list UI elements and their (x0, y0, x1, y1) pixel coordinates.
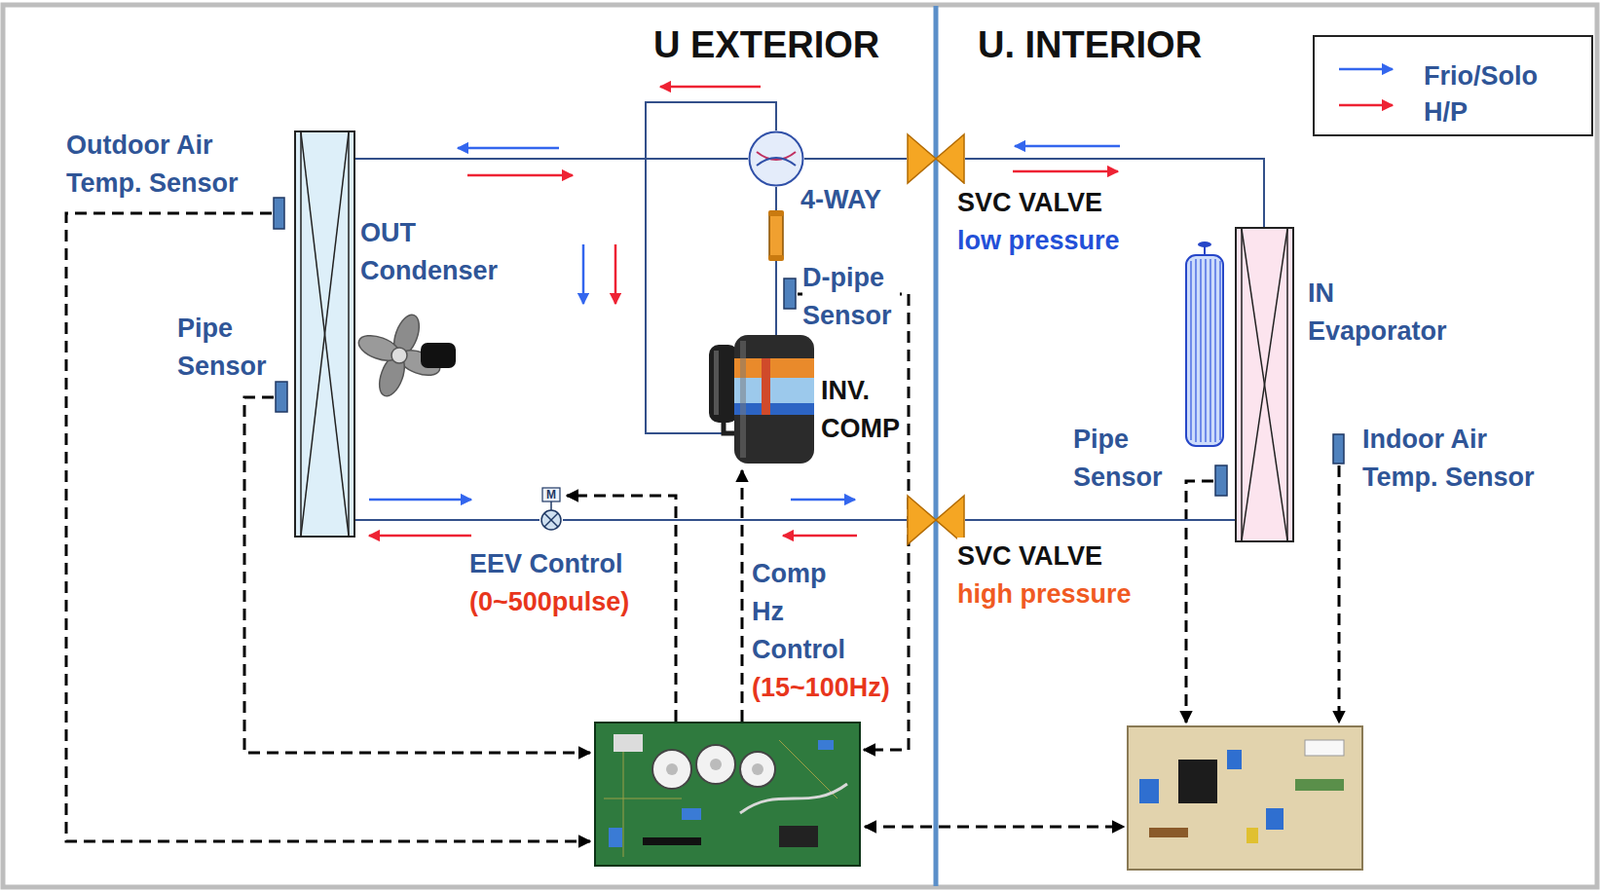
label-group: SVC VALVElow pressure (957, 184, 1120, 261)
node-label: Indoor Air Temp. Sensor (1362, 420, 1563, 497)
label-group: SVC VALVEhigh pressure (957, 537, 1132, 614)
legend-arrow (1339, 68, 1393, 72)
node-label: Pipe Sensor (1073, 420, 1163, 497)
pipe-sensor-shape (274, 380, 289, 413)
outdoor-pcb (595, 722, 860, 866)
picture-frame (2, 4, 1598, 888)
node-label: OUT Condenser (360, 214, 498, 291)
filter-drier (769, 212, 783, 260)
legend-box (1313, 36, 1593, 136)
unit-heading: U. INTERIOR (977, 22, 1202, 68)
node-label: INV. COMP (820, 372, 900, 448)
inverter-compressor: INV. COMP (705, 334, 819, 466)
label-group: D-pipe Sensor (802, 259, 900, 335)
signal-wires (66, 213, 1340, 842)
refrigerant-pipe (355, 519, 540, 521)
node-label: IN Evaporator (1307, 274, 1448, 351)
label-group: EEV Control(0~500pulse) (469, 545, 630, 622)
label-group: INV. COMP (820, 372, 900, 448)
condenser-coil-shape (294, 130, 356, 538)
evaporator-coil: IN Evaporator (1234, 226, 1295, 543)
receiver-cylinder (1186, 241, 1224, 447)
refrigerant-pipe (965, 519, 1235, 521)
refrigerant-pipe (804, 157, 907, 160)
air-temp-sensor-shape (272, 196, 286, 230)
node-label: Pipe Sensor (177, 309, 267, 386)
legend-text: Frio/Solo (1423, 57, 1538, 96)
unit-heading: U EXTERIOR (653, 22, 880, 68)
evaporator-coil-shape (1234, 226, 1295, 543)
legend-text: H/P (1423, 93, 1468, 132)
indoor-pcb (1127, 726, 1363, 870)
node-label: SVC VALVE (957, 184, 1103, 223)
air-temp-sensor: Indoor Air Temp. Sensor (1332, 433, 1345, 465)
service-valve: SVC VALVElow pressure (906, 133, 966, 185)
node-label: high pressure (957, 575, 1132, 614)
air-temp-sensor-shape (1332, 433, 1345, 465)
flow-arrows (369, 86, 1120, 536)
label-group: Indoor Air Temp. Sensor (1362, 420, 1563, 497)
service-valve-shape (906, 494, 966, 546)
four-way-valve: 4-WAY (747, 130, 805, 187)
discharge-pipe-sensor-shape (782, 277, 797, 310)
discharge-pipe-sensor: D-pipe Sensor (782, 277, 797, 310)
air-temp-sensor: Outdoor Air Temp. Sensor (272, 196, 286, 230)
unit-divider (933, 5, 939, 887)
service-valve: SVC VALVEhigh pressure (906, 494, 966, 546)
node-label: SVC VALVE (957, 537, 1103, 576)
node-label: low pressure (957, 222, 1120, 261)
fan-motor (420, 342, 456, 369)
four-way-valve-shape (747, 130, 805, 187)
inverter-compressor-shape (705, 334, 819, 466)
pipe-sensor: Pipe Sensor (1214, 464, 1228, 497)
pipe-sensor-shape (1214, 464, 1228, 497)
refrigerant-pipe (562, 519, 907, 521)
label-group: Pipe Sensor (1073, 420, 1163, 497)
label-group: Outdoor Air Temp. Sensor (66, 126, 266, 203)
legend-arrow (1339, 104, 1393, 108)
node-label: (0~500pulse) (469, 583, 630, 622)
label-group: 4-WAY (800, 181, 882, 220)
control-label: Comp Hz Control (751, 555, 846, 670)
filter-cap (768, 210, 784, 217)
condenser-coil: OUT Condenser (294, 130, 356, 538)
node-label: D-pipe Sensor (802, 259, 900, 335)
filter-cap (768, 255, 784, 261)
frequency-range: (15~100Hz) (751, 669, 891, 707)
node-label: 4-WAY (800, 181, 882, 220)
pipe-sensor: Pipe Sensor (274, 380, 289, 413)
motor-letter: M (546, 486, 557, 503)
service-valve-shape (906, 133, 966, 185)
node-label: EEV Control (469, 545, 624, 584)
label-group: IN Evaporator (1307, 274, 1448, 351)
label-group: Pipe Sensor (177, 309, 267, 386)
node-label: Outdoor Air Temp. Sensor (66, 126, 266, 203)
refrigerant-pipe (355, 157, 748, 160)
label-group: OUT Condenser (360, 214, 498, 291)
